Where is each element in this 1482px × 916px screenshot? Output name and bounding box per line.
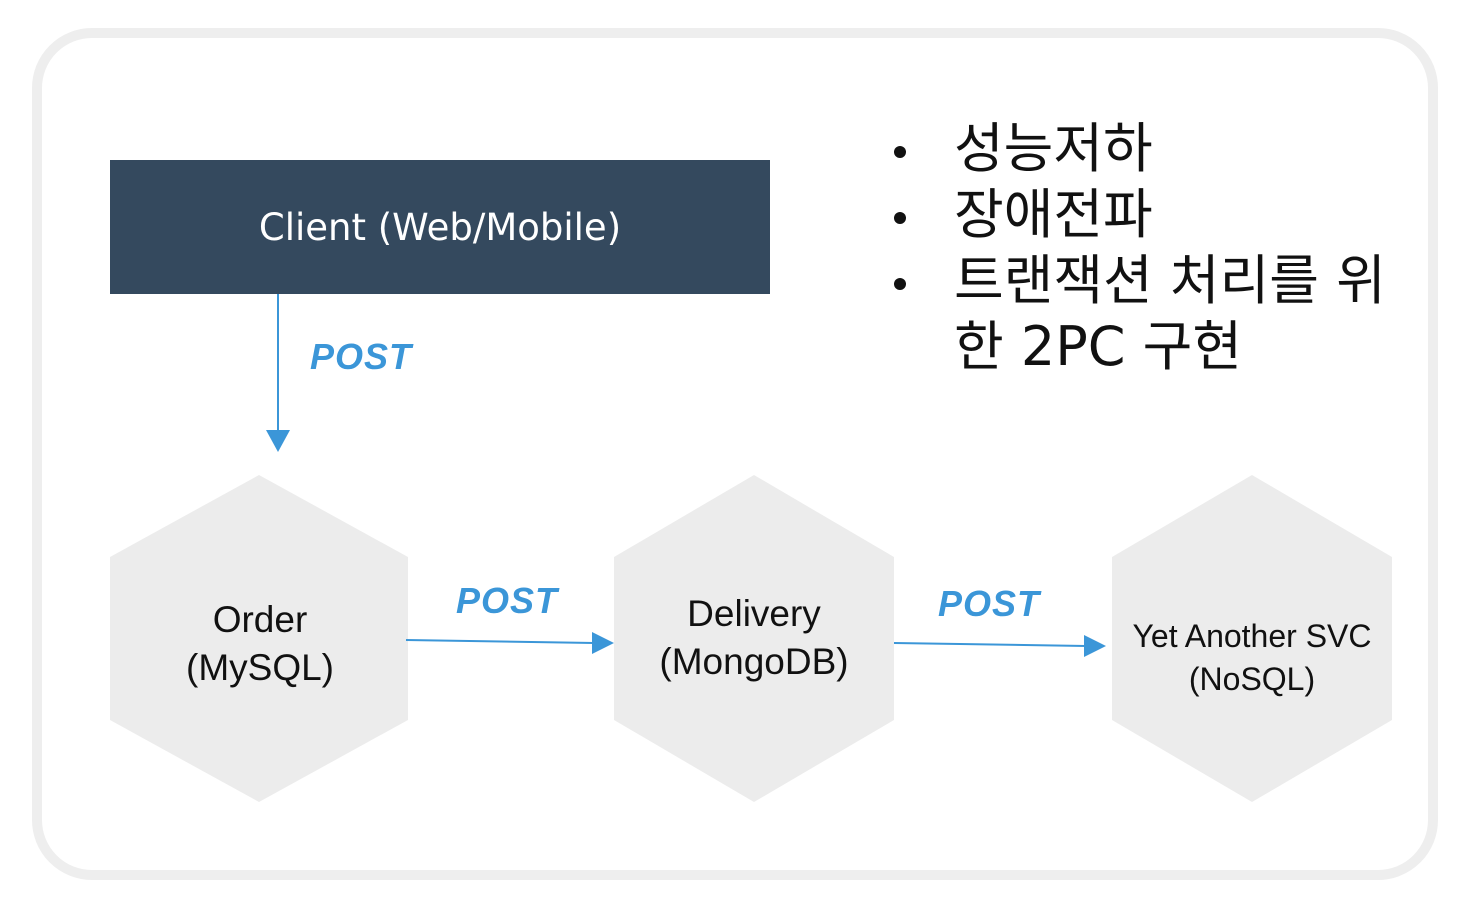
issue-text: 성능저하 — [954, 117, 1153, 180]
delivery-name: Delivery — [687, 593, 821, 634]
order-to-delivery-arrow-line — [405, 639, 595, 644]
bullet-dot-icon — [894, 278, 906, 290]
delivery-to-svc-arrowhead — [1084, 635, 1106, 657]
bullet-dot-icon — [894, 212, 906, 224]
post-label-client-order: POST — [310, 336, 413, 377]
client-to-order-arrowhead — [266, 430, 290, 452]
post-label-order-delivery: POST — [456, 580, 559, 621]
yet-another-svc-hexagon — [1112, 475, 1392, 802]
order-hexagon — [110, 475, 408, 802]
issue-item: 트랜잭션 처리를 위한 2PC 구현 — [888, 248, 1414, 380]
issue-list: 성능저하 장애전파 트랜잭션 처리를 위한 2PC 구현 — [888, 116, 1414, 380]
delivery-to-svc-arrow-line — [893, 642, 1087, 647]
post-label-delivery-svc: POST — [938, 583, 1041, 624]
client-box: Client (Web/Mobile) — [110, 160, 770, 294]
client-label: Client (Web/Mobile) — [258, 205, 622, 249]
yet-another-svc-node-label: Yet Another SVC (NoSQL) — [1112, 615, 1392, 701]
issue-text: 트랜잭션 처리를 위한 2PC 구현 — [954, 249, 1386, 378]
yet-another-svc-db: (NoSQL) — [1188, 661, 1316, 698]
issue-text: 장애전파 — [954, 183, 1153, 246]
issue-item: 성능저하 — [888, 116, 1414, 182]
order-name: Order — [212, 599, 308, 640]
order-to-delivery-arrowhead — [592, 632, 614, 654]
delivery-db: (MongoDB) — [659, 641, 849, 683]
order-db: (MySQL) — [186, 647, 334, 689]
bullet-dot-icon — [894, 146, 906, 158]
yet-another-svc-name: Yet Another SVC — [1132, 618, 1372, 654]
order-node-label: Order (MySQL) — [140, 596, 380, 692]
delivery-hexagon — [614, 475, 894, 802]
issue-item: 장애전파 — [888, 182, 1414, 248]
delivery-node-label: Delivery (MongoDB) — [624, 590, 884, 686]
